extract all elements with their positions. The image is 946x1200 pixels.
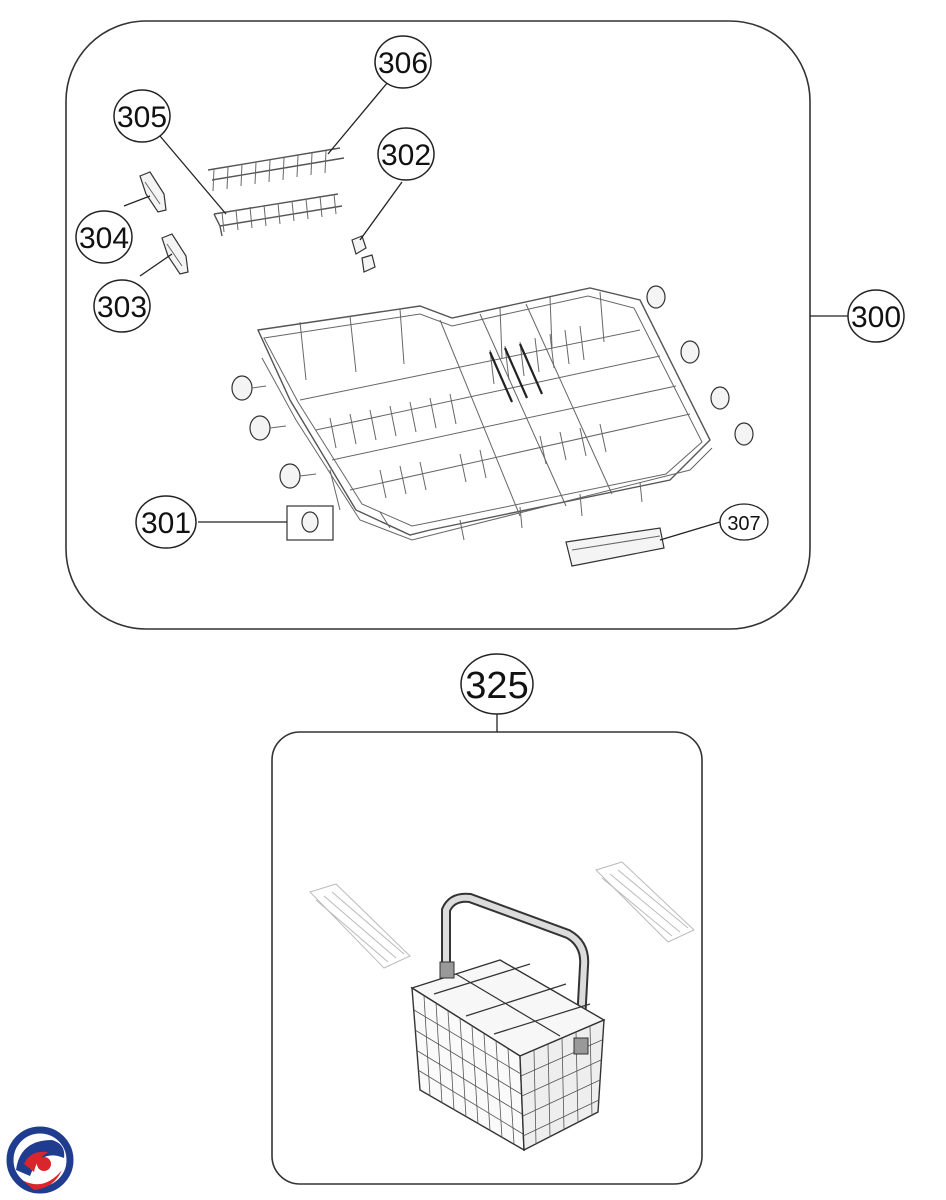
svg-text:325: 325 <box>465 665 528 707</box>
svg-text:307: 307 <box>727 513 760 535</box>
callout-305: 305 <box>113 89 171 143</box>
cutlery-lid-right <box>595 861 695 943</box>
part-301-wheels <box>231 285 754 541</box>
part-306-tine-row <box>207 147 345 192</box>
svg-text:304: 304 <box>79 222 129 255</box>
callout-307: 307 <box>719 503 769 541</box>
svg-text:303: 303 <box>97 291 147 324</box>
callout-303: 303 <box>93 279 151 333</box>
svg-text:306: 306 <box>378 47 428 80</box>
cutlery-basket <box>410 892 606 1152</box>
callout-325: 325 <box>460 653 534 715</box>
callout-306: 306 <box>374 35 432 89</box>
part-307-handle <box>565 527 665 567</box>
svg-text:305: 305 <box>117 101 167 134</box>
part-300-lower-basket <box>256 287 713 541</box>
part-302-hook <box>351 235 376 273</box>
panel-lower-basket <box>65 20 811 630</box>
leader-lines <box>123 81 848 541</box>
callout-300: 300 <box>847 289 905 343</box>
svg-text:300: 300 <box>851 301 901 334</box>
callout-304: 304 <box>75 210 133 264</box>
part-304-clip <box>139 171 167 213</box>
callout-302: 302 <box>377 127 435 181</box>
callout-301: 301 <box>135 495 197 549</box>
cutlery-lid-left <box>309 883 411 969</box>
brand-logo-icon <box>6 1126 74 1194</box>
svg-text:301: 301 <box>141 507 191 540</box>
svg-text:302: 302 <box>381 139 431 172</box>
part-303-clip <box>161 233 189 275</box>
part-305-tine-row <box>213 193 343 237</box>
